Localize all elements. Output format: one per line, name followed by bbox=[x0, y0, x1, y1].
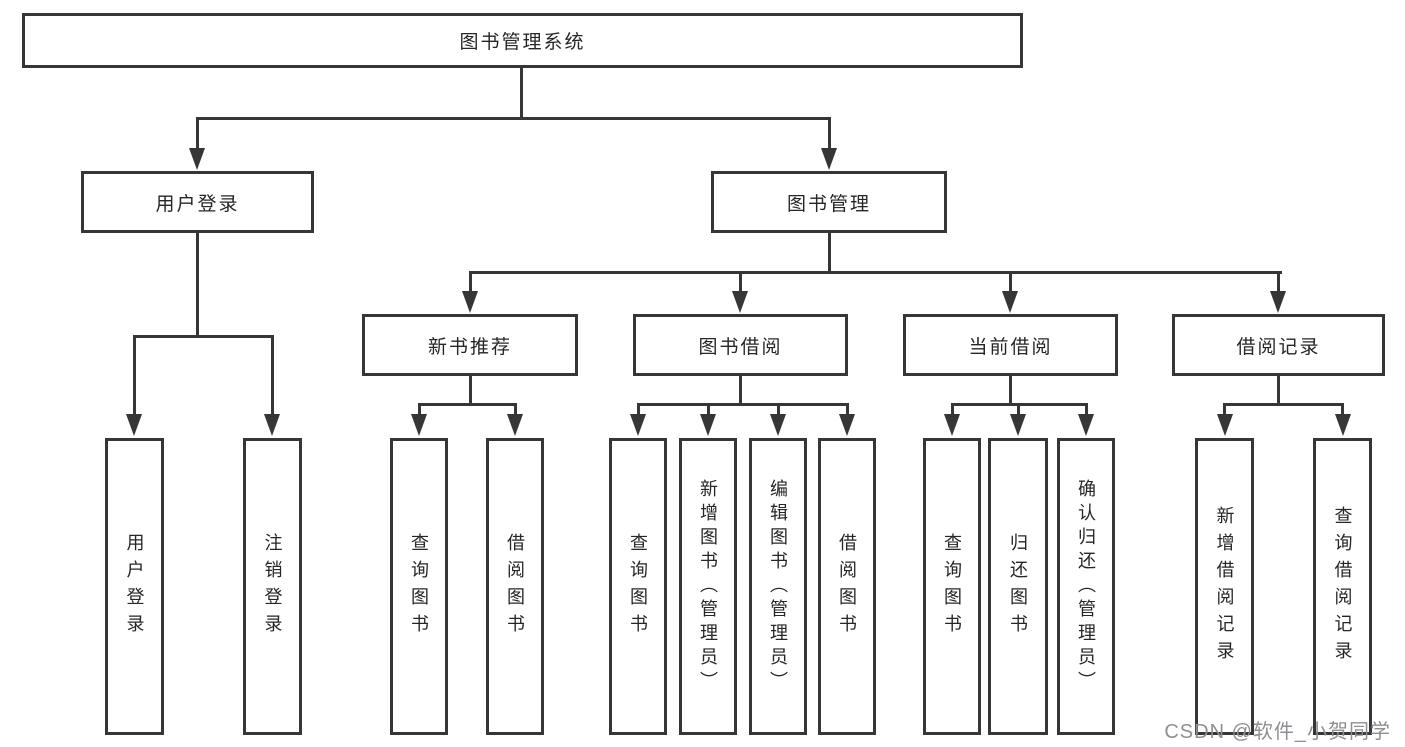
connector-new-book-rec-stem bbox=[468, 376, 472, 406]
node-label: 借阅图书 bbox=[837, 532, 857, 641]
node-box-leaf-logout: 注销登录 bbox=[243, 438, 302, 735]
node-label: 确认归还（管理员） bbox=[1076, 478, 1096, 695]
connector-u2-drop bbox=[270, 338, 274, 418]
arrowhead-b1 bbox=[630, 414, 646, 436]
connector-user-login-stem bbox=[196, 233, 199, 338]
connector-level1-hline bbox=[195, 117, 831, 120]
connector-c2-drop bbox=[1016, 406, 1020, 418]
watermark: CSDN @软件_小贺同学 bbox=[1164, 721, 1391, 743]
node-box-new-book-rec: 新书推荐 bbox=[362, 314, 578, 376]
connector-c3-drop bbox=[1084, 406, 1088, 418]
node-box-leaf-query-book-2: 查询图书 bbox=[609, 438, 667, 735]
connector-book-mgmt-drop bbox=[827, 120, 831, 152]
node-box-leaf-add-borrow-record: 新增借阅记录 bbox=[1195, 438, 1254, 735]
node-box-root: 图书管理系统 bbox=[22, 13, 1023, 68]
node-box-current-borrow: 当前借阅 bbox=[903, 314, 1118, 376]
node-box-leaf-query-borrow-record: 查询借阅记录 bbox=[1313, 438, 1372, 735]
node-box-leaf-borrow-book-1: 借阅图书 bbox=[486, 438, 544, 735]
arrowhead-b4 bbox=[839, 414, 855, 436]
connector-r1-drop bbox=[1223, 406, 1226, 418]
arrowhead-book-mgmt bbox=[821, 148, 837, 170]
connector-n1-drop bbox=[417, 406, 421, 418]
arrowhead-r1 bbox=[1216, 414, 1233, 436]
connector-borrow-record-hline bbox=[1223, 403, 1344, 406]
node-box-leaf-add-book-admin: 新增图书（管理员） bbox=[679, 438, 737, 735]
connector-u1-drop bbox=[132, 338, 136, 418]
connector-new-book-rec-drop bbox=[468, 274, 472, 295]
connector-b3-drop bbox=[776, 406, 780, 418]
connector-book-borrow-stem bbox=[738, 376, 742, 406]
connector-book-borrow-hline bbox=[636, 403, 849, 406]
arrowhead-borrow-record bbox=[1270, 291, 1286, 313]
connector-root-stem bbox=[519, 68, 523, 120]
connector-c1-drop bbox=[950, 406, 954, 418]
connector-book-borrow-drop bbox=[738, 274, 742, 295]
arrowhead-b2 bbox=[700, 414, 716, 436]
node-box-leaf-borrow-book-2: 借阅图书 bbox=[818, 438, 876, 735]
arrowhead-u2 bbox=[264, 414, 280, 436]
arrowhead-n2 bbox=[507, 414, 523, 436]
connector-current-borrow-drop bbox=[1008, 274, 1012, 295]
arrowhead-new-book-rec bbox=[462, 291, 478, 313]
node-box-borrow-record: 借阅记录 bbox=[1172, 314, 1385, 376]
connector-b4-drop bbox=[845, 406, 849, 418]
node-label: 新增图书（管理员） bbox=[698, 478, 718, 695]
node-box-leaf-user-login: 用户登录 bbox=[105, 438, 164, 735]
arrowhead-n1 bbox=[411, 414, 427, 436]
node-label: 查询图书 bbox=[942, 532, 962, 641]
arrowhead-c3 bbox=[1078, 414, 1094, 436]
connector-user-login-drop bbox=[195, 120, 199, 152]
arrowhead-user-login bbox=[189, 148, 205, 170]
node-box-leaf-confirm-return-admin: 确认归还（管理员） bbox=[1057, 438, 1115, 735]
node-label: 查询借阅记录 bbox=[1332, 505, 1353, 668]
connector-current-borrow-hline bbox=[950, 403, 1088, 406]
arrowhead-c2 bbox=[1010, 414, 1026, 436]
node-box-user-login: 用户登录 bbox=[81, 171, 314, 233]
arrowhead-current-borrow bbox=[1002, 291, 1018, 313]
arrowhead-r2 bbox=[1334, 414, 1351, 436]
node-box-leaf-edit-book-admin: 编辑图书（管理员） bbox=[749, 438, 807, 735]
node-label: 用户登录 bbox=[124, 532, 145, 641]
node-box-leaf-query-book-1: 查询图书 bbox=[390, 438, 448, 735]
node-box-leaf-query-book-3: 查询图书 bbox=[923, 438, 981, 735]
node-box-leaf-return-book: 归还图书 bbox=[988, 438, 1048, 735]
connector-n2-drop bbox=[513, 406, 517, 418]
arrowhead-book-borrow bbox=[732, 291, 748, 313]
node-label: 新增借阅记录 bbox=[1214, 505, 1235, 668]
node-box-book-borrow: 图书借阅 bbox=[633, 314, 848, 376]
connector-r2-drop bbox=[1341, 406, 1344, 418]
connector-level2-hline bbox=[468, 271, 1282, 274]
node-label: 借阅图书 bbox=[505, 532, 525, 641]
arrowhead-u1 bbox=[126, 414, 142, 436]
arrowhead-b3 bbox=[770, 414, 786, 436]
node-label: 查询图书 bbox=[628, 532, 648, 641]
connector-b2-drop bbox=[706, 406, 710, 418]
node-label: 归还图书 bbox=[1008, 532, 1028, 641]
connector-borrow-record-drop bbox=[1276, 274, 1280, 295]
node-label: 查询图书 bbox=[409, 532, 429, 641]
connector-borrow-record-stem bbox=[1276, 376, 1280, 406]
connector-user-login-hline bbox=[132, 335, 274, 338]
connector-current-borrow-stem bbox=[1008, 376, 1012, 406]
connector-new-book-rec-hline bbox=[417, 403, 517, 406]
node-label: 编辑图书（管理员） bbox=[768, 478, 788, 695]
arrowhead-c1 bbox=[944, 414, 960, 436]
node-label: 注销登录 bbox=[262, 532, 283, 641]
node-box-book-mgmt: 图书管理 bbox=[711, 171, 947, 233]
connector-book-mgmt-stem bbox=[827, 233, 831, 274]
connector-b1-drop bbox=[636, 406, 640, 418]
